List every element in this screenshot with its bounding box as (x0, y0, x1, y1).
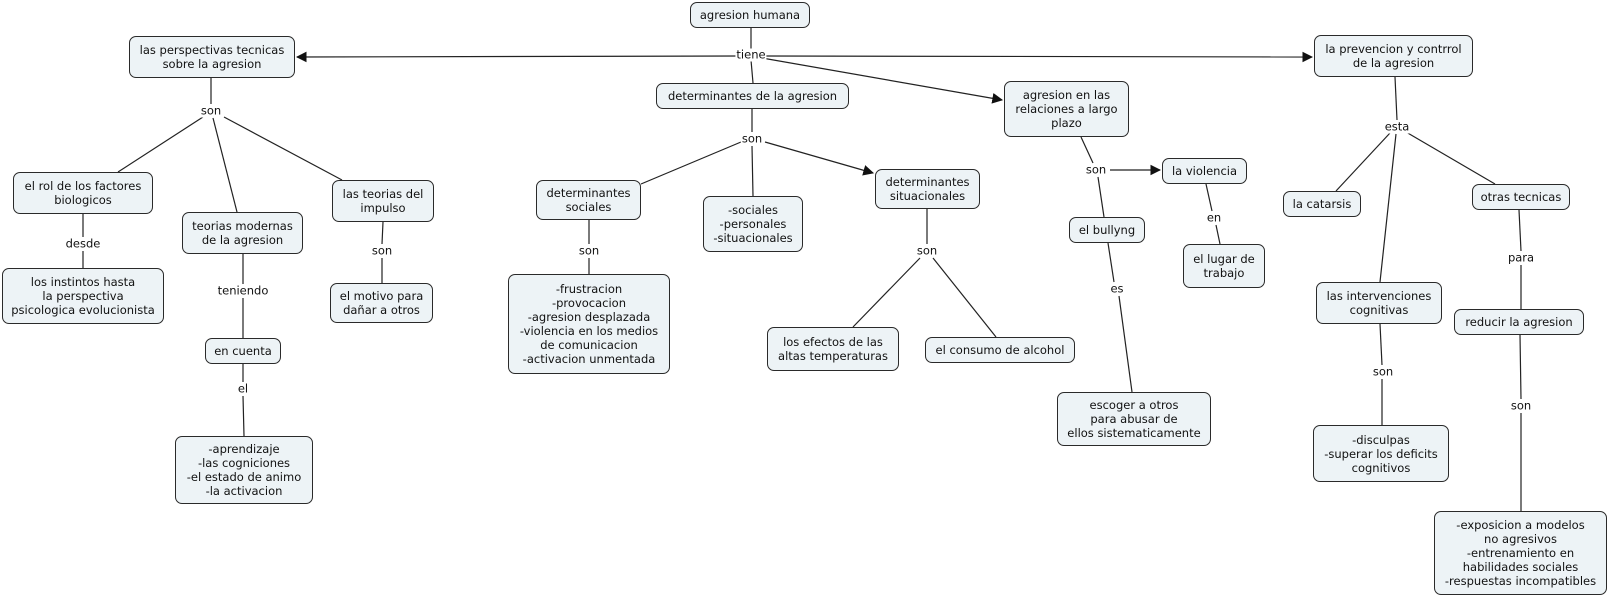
link-esta-otras (1405, 131, 1496, 185)
node-catarsis[interactable]: la catarsis (1283, 191, 1361, 217)
label-teniendo: teniendo (216, 283, 270, 298)
node-exposicion[interactable]: -exposicion a modelos no agresivos -entr… (1434, 511, 1607, 595)
node-perspectivas[interactable]: las perspectivas tecnicas sobre la agres… (129, 36, 295, 78)
link-impulso-son (381, 221, 384, 245)
link-prevencion-esta (1394, 76, 1398, 121)
node-teorias-impulso[interactable]: las teorias del impulso (332, 180, 434, 222)
node-sociales-personales[interactable]: -sociales -personales -situacionales (703, 196, 803, 252)
node-aprendizaje[interactable]: -aprendizaje -las cogniciones -el estado… (175, 436, 313, 504)
node-disculpas[interactable]: -disculpas -superar los deficits cogniti… (1313, 425, 1449, 482)
label-son-relaciones: son (1084, 162, 1108, 177)
link-tiene-relaciones (761, 57, 1004, 104)
link-son-bullyng (1097, 176, 1105, 218)
node-agresion-humana[interactable]: agresion humana (690, 2, 810, 28)
node-determinantes[interactable]: determinantes de la agresion (656, 83, 849, 109)
link-tiene-prevencion (764, 51, 1314, 63)
link-otras-para (1518, 209, 1522, 252)
link-bullyng-es (1107, 242, 1115, 283)
node-det-sociales[interactable]: determinantes sociales (536, 180, 641, 220)
label-en: en (1205, 210, 1223, 225)
link-reducir-son (1519, 334, 1522, 400)
node-prevencion[interactable]: la prevencion y contrrol de la agresion (1314, 35, 1473, 77)
label-esta: esta (1383, 119, 1411, 134)
link-tiene-determinantes (750, 59, 754, 84)
label-para: para (1506, 250, 1536, 265)
node-motivo[interactable]: el motivo para dañar a otros (330, 283, 433, 323)
node-lugar-trabajo[interactable]: el lugar de trabajo (1183, 244, 1265, 288)
link-son-detsituacionales (764, 141, 875, 176)
node-bullyng[interactable]: el bullyng (1069, 217, 1145, 243)
label-es: es (1109, 281, 1125, 296)
node-rol-factores[interactable]: el rol de los factores biologicos (13, 172, 153, 214)
link-son-socpers (751, 145, 754, 197)
link-en-lugar (1215, 224, 1221, 245)
link-son-efectos (852, 257, 921, 328)
link-son-modernas (212, 117, 238, 213)
node-en-cuenta[interactable]: en cuenta (205, 338, 281, 364)
node-intervenciones[interactable]: las intervenciones cognitivas (1316, 282, 1442, 324)
node-frustracion[interactable]: -frustracion -provocacion -agresion desp… (508, 274, 670, 374)
link-es-escoger (1118, 295, 1133, 393)
label-son-reducir: son (1509, 398, 1533, 413)
node-otras-tecnicas[interactable]: otras tecnicas (1472, 184, 1570, 210)
link-tiene-perspectivas (295, 51, 741, 63)
node-efectos[interactable]: los efectos de las altas temperaturas (767, 327, 899, 371)
label-son-perspectivas: son (199, 103, 223, 118)
node-violencia[interactable]: la violencia (1162, 158, 1247, 184)
node-alcohol[interactable]: el consumo de alcohol (925, 337, 1075, 363)
node-relaciones[interactable]: agresion en las relaciones a largo plazo (1004, 81, 1129, 137)
link-son-rol (117, 116, 204, 173)
node-det-situacionales[interactable]: determinantes situacionales (875, 169, 980, 209)
link-el-aprendizaje (242, 395, 245, 437)
link-son-impulso (223, 116, 343, 181)
node-reducir[interactable]: reducir la agresion (1454, 309, 1584, 335)
label-son-situacionales: son (915, 243, 939, 258)
label-tiene: tiene (735, 47, 767, 62)
label-son-intervenciones: son (1371, 364, 1395, 379)
node-escoger[interactable]: escoger a otros para abusar de ellos sis… (1057, 392, 1211, 446)
node-instintos[interactable]: los instintos hasta la perspectiva psico… (2, 268, 164, 324)
label-son-determinantes: son (740, 131, 764, 146)
link-esta-catarsis (1335, 132, 1391, 192)
label-desde: desde (64, 236, 102, 251)
label-son-impulso: son (370, 243, 394, 258)
label-el: el (236, 381, 250, 396)
link-son-detsociales (640, 141, 742, 185)
link-intervenciones-son (1379, 323, 1383, 366)
link-son-alcohol (932, 257, 997, 338)
link-violencia-en (1205, 183, 1213, 212)
link-relaciones-son (1080, 136, 1094, 164)
link-esta-intervenciones (1379, 133, 1397, 283)
label-son-sociales: son (577, 243, 601, 258)
node-teorias-modernas[interactable]: teorias modernas de la agresion (182, 212, 303, 254)
